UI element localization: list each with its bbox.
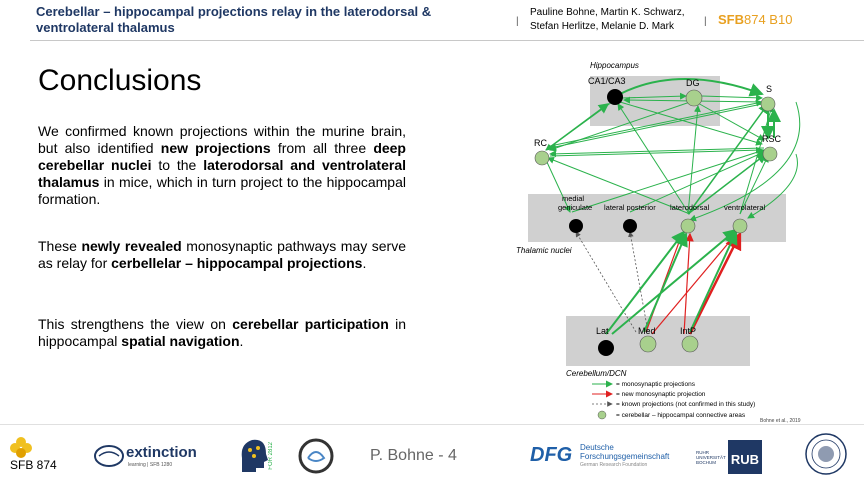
label-ventrolateral: ventrolateral	[724, 203, 766, 212]
brain-icon	[94, 445, 124, 467]
cerebellum-label: Cerebellum/DCN	[566, 369, 627, 378]
body-text: in hippocampal	[38, 316, 406, 349]
node-lat	[598, 340, 614, 356]
legend-connective: = cerebellar – hippocampal connective ar…	[616, 412, 746, 419]
node-laterodorsal	[680, 218, 696, 234]
for2812-logo: FOR 2812	[236, 436, 280, 476]
node-s	[760, 96, 776, 112]
cognition-icon	[298, 438, 334, 474]
rub-small-2: UNIVERSITÄT	[696, 455, 726, 460]
extinction-subtext: learning | SFB 1280	[128, 462, 173, 468]
seal-icon	[805, 433, 847, 475]
label-intp: IntP	[680, 326, 696, 336]
thalamic-nuclei-box	[528, 194, 786, 242]
body-text: These	[38, 238, 82, 254]
emphasis-text: cerebellar participation	[232, 316, 389, 332]
body-text: in mice, which in turn project to the hi…	[38, 174, 406, 207]
legend-new: = new monosynaptic projection	[616, 391, 706, 398]
legend-known: = known projections (not confirmed in th…	[616, 401, 755, 408]
header-divider	[30, 40, 864, 41]
node-ventrolateral	[732, 218, 748, 234]
emphasis-text: spatial navigation	[121, 333, 240, 349]
hippocampus-label: Hippocampus	[590, 61, 639, 70]
page-number: P. Bohne - 4	[370, 447, 457, 464]
dfg-text-2: Forschungsgemeinschaft	[580, 452, 670, 461]
sfb874-logo: SFB 874	[6, 432, 86, 472]
new-projections	[645, 231, 742, 335]
dfg-text-3: German Research Foundation	[580, 462, 648, 468]
sfb-flower-icon	[10, 437, 32, 458]
dfg-logo: DFG Deutsche Forschungsgemeinschaft Germ…	[530, 442, 710, 476]
rub-small-3: BOCHUM	[696, 460, 716, 465]
rub-logo: RUHR UNIVERSITÄT BOCHUM RUB	[696, 440, 764, 476]
projection-diagram: Hippocampus Thalamic nuclei Cerebellum/D…	[516, 61, 801, 420]
thalamic-nuclei-label: Thalamic nuclei	[516, 246, 572, 255]
authors-line-2: Stefan Herlitze, Melanie D. Mark	[530, 21, 674, 32]
body-text: .	[239, 333, 244, 349]
dfg-text: Deutsche Forschungsgemeinschaft German R…	[580, 443, 669, 470]
dfg-mark: DFG	[530, 444, 573, 466]
label-lateral-posterior: lateral posterior	[604, 203, 656, 212]
label-mg-1: medial	[562, 194, 584, 203]
known-projections	[575, 231, 649, 333]
header-separator: |	[516, 16, 519, 27]
dfg-text-1: Deutsche	[580, 443, 614, 452]
slide-title: Conclusions	[38, 64, 202, 97]
node-rsc	[762, 146, 778, 162]
label-s: S	[766, 84, 772, 94]
header-separator: |	[704, 16, 707, 27]
rub-small-1: RUHR	[696, 450, 709, 455]
sfb-rest: 874 B10	[744, 12, 793, 27]
body-text: This strengthens the view on	[38, 316, 233, 332]
node-intp	[681, 335, 699, 353]
extinction-text: extinction	[126, 444, 197, 461]
for-text: FOR 2812	[268, 442, 274, 470]
slide-header: Cerebellar – hippocampal projections rel…	[0, 0, 864, 42]
emphasis-text: deep cerebellar nuclei	[38, 140, 406, 173]
citation: Bohne et al., 2019	[760, 418, 801, 424]
body-text: We confirmed known projections within th…	[38, 123, 406, 156]
node-rc	[534, 150, 550, 166]
conclusion-paragraph-3: This strengthens the view on cerebellar …	[38, 316, 406, 350]
humboldt-seal	[804, 432, 848, 476]
label-laterodorsal: laterodorsal	[670, 203, 710, 212]
head-network-icon	[241, 439, 268, 472]
label-rc: RC	[534, 138, 547, 148]
legend-monosynaptic: = monosynaptic projections	[616, 381, 696, 388]
node-ca1-ca3	[607, 89, 623, 105]
emphasis-text: new projections	[160, 140, 271, 156]
body-text: from all three	[270, 140, 374, 156]
emphasis-text: newly revealed	[81, 238, 182, 254]
sfb-bold: SFB	[718, 12, 744, 27]
label-mg-2: geniculate	[558, 203, 592, 212]
body-text: to the	[151, 157, 204, 173]
sfb-logo-text: SFB 874	[10, 458, 57, 472]
header-authors: Pauline Bohne, Martin K. Schwarz, Stefan…	[530, 6, 730, 34]
legend: = monosynaptic projections = new monosyn…	[592, 380, 755, 420]
node-med	[639, 335, 657, 353]
label-med: Med	[638, 326, 656, 336]
cognition-logo	[298, 438, 334, 474]
footer-divider	[0, 424, 864, 425]
emphasis-text: cerbellelar – hippocampal projections	[111, 255, 363, 271]
node-dg	[685, 89, 703, 107]
label-rsc: RSC	[762, 134, 782, 144]
header-title: Cerebellar – hippocampal projections rel…	[36, 4, 432, 35]
label-ca1-ca3: CA1/CA3	[588, 76, 626, 86]
node-medial-geniculate	[569, 219, 583, 233]
conclusion-paragraph-1: We confirmed known projections within th…	[38, 123, 406, 208]
label-lat: Lat	[596, 326, 609, 336]
rub-small-text: RUHR UNIVERSITÄT BOCHUM	[696, 450, 726, 465]
extinction-logo: extinction learning | SFB 1280	[94, 444, 224, 474]
body-text: .	[362, 255, 367, 271]
body-text: monosynaptic pathways may serve as relay…	[38, 238, 406, 271]
node-lateral-posterior	[623, 219, 637, 233]
authors-line-1: Pauline Bohne, Martin K. Schwarz,	[530, 7, 685, 18]
label-dg: DG	[686, 78, 700, 88]
cerebellum-box	[566, 316, 750, 366]
rub-mark: RUB	[728, 440, 762, 474]
emphasis-text: laterodorsal and ventrolateral thalamus	[38, 157, 407, 190]
conclusion-paragraph-2: These newly revealed monosynaptic pathwa…	[38, 238, 406, 272]
header-sfb-label: SFB874 B10	[718, 12, 792, 27]
